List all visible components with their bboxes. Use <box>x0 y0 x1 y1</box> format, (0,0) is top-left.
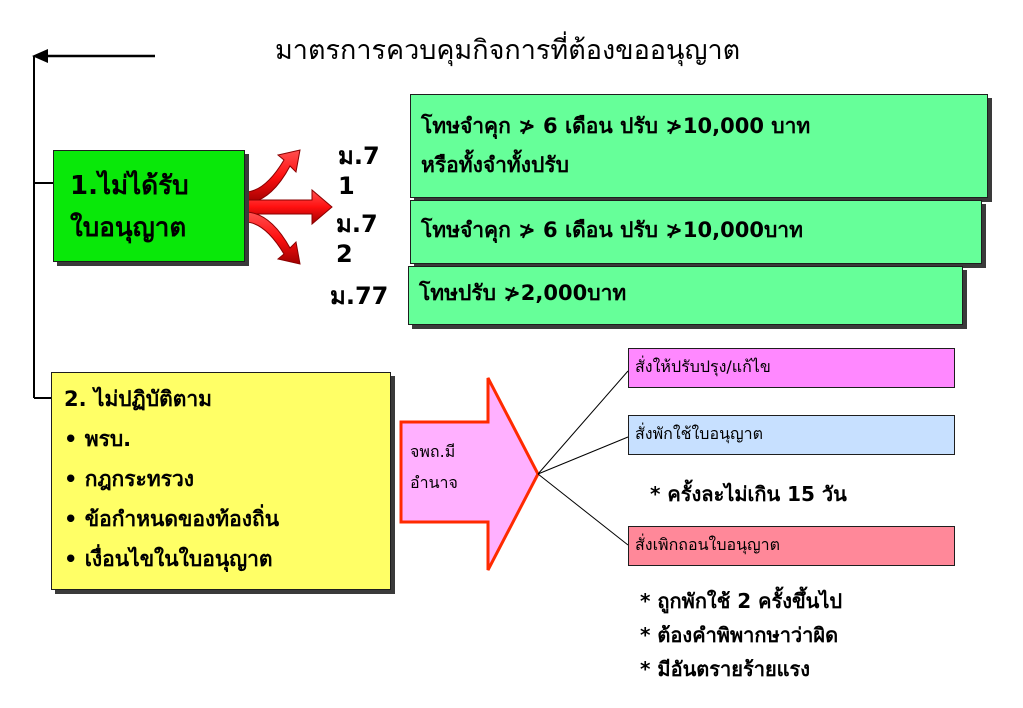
section-label-77: ม.77 <box>330 282 389 310</box>
penalty-box-77: โทษปรับ ≯2,000บาท <box>408 266 963 325</box>
order-box-improve: สั่งให้ปรับปรุง/แก้ไข <box>628 348 955 388</box>
suspension-note: * ครั้งละไม่เกิน 15 วัน <box>650 482 847 506</box>
red-split-arrow <box>244 149 333 265</box>
noncompliance-item: • เงื่อนไขในใบอนุญาต <box>64 547 273 571</box>
revocation-note: * ถูกพักใช้ 2 ครั้งขึ้นไป <box>640 589 843 613</box>
noncompliance-box: 2. ไม่ปฏิบัติตาม • พรบ. • กฎกระทรวง • ข้… <box>51 372 391 590</box>
section-label-72-suffix: 2 <box>336 240 353 268</box>
penalty-box-72: โทษจำคุก ≯ 6 เดือน ปรับ ≯10,000บาท <box>410 200 982 264</box>
section-label-71: ม.7 <box>338 142 380 170</box>
revocation-notes: * ถูกพักใช้ 2 ครั้งขึ้นไป * ต้องคำพิพากษ… <box>640 584 842 686</box>
authority-line-1: จพถ.มี <box>410 442 456 461</box>
order-box-revoke: สั่งเพิกถอนใบอนุญาต <box>628 526 955 566</box>
section-label-72: ม.7 <box>336 210 378 238</box>
noncompliance-heading: 2. ไม่ปฏิบัติตาม <box>64 387 212 411</box>
order-box-suspend: สั่งพักใช้ใบอนุญาต <box>628 415 955 455</box>
noncompliance-item: • ข้อกำหนดของท้องถิ่น <box>64 507 280 531</box>
penalty-77-line-1: โทษปรับ ≯2,000บาท <box>419 281 627 305</box>
unlicensed-line-2: ใบอนุญาต <box>70 213 187 243</box>
diagram-title: มาตรการควบคุมกิจการที่ต้องขออนุญาต <box>275 35 741 66</box>
penalty-72-line-1: โทษจำคุก ≯ 6 เดือน ปรับ ≯10,000บาท <box>421 218 803 242</box>
revocation-note: * มีอันตรายร้ายแรง <box>640 657 811 681</box>
penalty-71-line-2: หรือทั้งจำทั้งปรับ <box>421 153 569 177</box>
fan-line-2 <box>537 436 629 475</box>
penalty-71-line-1: โทษจำคุก ≯ 6 เดือน ปรับ ≯10,000 บาท <box>421 114 811 138</box>
back-arrow-head <box>32 49 48 63</box>
authority-arrow-label: จพถ.มี อำนาจ <box>410 436 458 498</box>
penalty-box-71: โทษจำคุก ≯ 6 เดือน ปรับ ≯10,000 บาท หรือ… <box>410 94 988 198</box>
authority-block-arrow <box>399 377 540 571</box>
revocation-note: * ต้องคำพิพากษาว่าผิด <box>640 623 839 647</box>
noncompliance-item: • กฎกระทรวง <box>64 467 194 491</box>
noncompliance-item: • พรบ. <box>64 427 132 451</box>
fan-line-1 <box>537 370 629 475</box>
authority-line-2: อำนาจ <box>410 473 458 492</box>
unlicensed-box: 1.ไม่ได้รับ ใบอนุญาต <box>53 150 245 262</box>
fan-line-3 <box>537 473 629 546</box>
section-label-71-suffix: 1 <box>338 172 355 200</box>
unlicensed-line-1: 1.ไม่ได้รับ <box>70 171 189 201</box>
